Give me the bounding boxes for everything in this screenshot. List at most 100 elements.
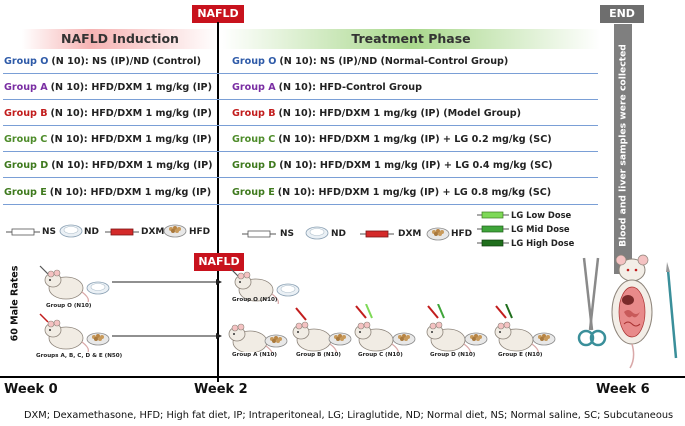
group-d-label: Group D: [4, 160, 49, 171]
row-separator: [3, 151, 598, 152]
nd-plate-icon: [59, 224, 83, 238]
legend-ns-label: NS: [42, 227, 57, 237]
treatment-row-d: Group D(N 10): HFD/DXM 1 mg/kg (IP) + LG…: [232, 156, 553, 176]
legend-dxm-label: DXM: [141, 227, 165, 237]
induction-banner: [22, 29, 218, 49]
end-marker: END: [600, 5, 644, 23]
group-b-label: Group B: [4, 108, 48, 119]
week6-label: Week 6: [596, 382, 650, 397]
nafld-bottom-marker: NAFLD: [194, 253, 244, 271]
rat-icon: [354, 304, 416, 352]
treatment-title: Treatment Phase: [351, 31, 471, 46]
end-bar-text: Blood and liver samples were collected: [617, 44, 629, 247]
hfd-plate-icon: [426, 227, 450, 241]
lg-high-label: LG High Dose: [511, 238, 575, 248]
arrow-icon: [112, 333, 222, 339]
week2-label: Week 2: [194, 382, 248, 397]
scalpel-icon: [666, 262, 678, 359]
group-o-label: Group O: [4, 56, 49, 67]
rat-icon: [39, 265, 110, 302]
end-bar: [614, 24, 632, 274]
nafld-marker: NAFLD: [192, 5, 244, 23]
treatment-row-b: Group B(N 10): HFD/DXM 1 mg/kg (IP) (Mod…: [232, 104, 521, 124]
induction-row-c: Group C(N 10): HFD/DXM 1 mg/kg (IP): [4, 130, 212, 150]
treatment-banner: [222, 29, 600, 49]
legend-hfd-label: HFD: [189, 227, 211, 237]
induction-row-d: Group D(N 10): HFD/DXM 1 mg/kg (IP): [4, 156, 213, 176]
induction-row-b: Group B(N 10): HFD/DXM 1 mg/kg (IP): [4, 104, 212, 124]
arrow-icon: [112, 279, 222, 285]
row-text: (N 10): HFD/DXM 1 mg/kg (IP) + LG 0.2 mg…: [278, 134, 552, 145]
row-text: (N 10): HFD/DXM 1 mg/kg (IP): [50, 82, 212, 93]
row-separator: [3, 73, 598, 74]
lg-mid-label: LG Mid Dose: [511, 224, 570, 234]
row-separator: [3, 204, 598, 205]
induction-title: NAFLD Induction: [61, 31, 179, 46]
dissected-rat-icon: [577, 254, 678, 369]
legend-nd-label: ND: [331, 229, 347, 239]
group-a-label: Group A: [4, 82, 48, 93]
rat-icon: [292, 307, 352, 352]
legend-dxm-label: DXM: [398, 229, 422, 239]
group-o-label: Group O: [232, 56, 277, 67]
row-text: (N 10): NS (IP)/ND (Normal-Control Group…: [279, 56, 509, 67]
induction-row-e: Group E(N 10): HFD/DXM 1 mg/kg (IP): [4, 183, 211, 203]
row-text: (N 10): HFD/DXM 1 mg/kg (IP): [50, 108, 212, 119]
scissors-icon: [577, 257, 607, 347]
row-text: (N 10): HFD/DXM 1 mg/kg (IP): [49, 187, 212, 198]
treatment-row-c: Group C(N 10): HFD/DXM 1 mg/kg (IP) + LG…: [232, 130, 552, 150]
rat-icon: [229, 267, 300, 304]
timeline-axis: [0, 376, 685, 378]
induction-row-a: Group A(N 10): HFD/DXM 1 mg/kg (IP): [4, 78, 212, 98]
syringe-ns-icon: [242, 230, 276, 238]
syringe-ns-icon: [6, 228, 40, 236]
row-text: (N 10): HFD/DXM 1 mg/kg (IP): [51, 160, 213, 171]
nd-plate-icon: [305, 226, 329, 240]
week2-top-label: Group O (N10): [232, 297, 278, 303]
row-text: (N 10): HFD-Control Group: [278, 82, 422, 93]
group-e-rat-label: Group E (N10): [498, 352, 543, 358]
row-separator: [3, 99, 598, 100]
row-text: (N 10): HFD/DXM 1 mg/kg (IP) (Model Grou…: [278, 108, 521, 119]
lg-low-label: LG Low Dose: [511, 210, 572, 220]
group-b-label: Group B: [232, 108, 276, 119]
row-text: (N 10): NS (IP)/ND (Control): [51, 56, 201, 67]
legend-nd-label: ND: [84, 227, 100, 237]
group-e-label: Group E: [232, 187, 275, 198]
row-text: (N 10): HFD/DXM 1 mg/kg (IP) + LG 0.4 mg…: [279, 160, 553, 171]
treatment-row-e: Group E(N 10): HFD/DXM 1 mg/kg (IP) + LG…: [232, 183, 551, 203]
group-c-label: Group C: [4, 134, 48, 145]
group-a-label: Group A: [232, 82, 276, 93]
lg-mid-syringe-icon: [477, 225, 509, 233]
treatment-row-o: Group O(N 10): NS (IP)/ND (Normal-Contro…: [232, 52, 508, 72]
group-c-label: Group C: [232, 134, 276, 145]
row-separator: [3, 125, 598, 126]
row-text: (N 10): HFD/DXM 1 mg/kg (IP): [50, 134, 212, 145]
group-b-rat-label: Group B (N10): [296, 352, 341, 358]
rat-icon: [39, 313, 110, 352]
hfd-plate-icon: [163, 224, 187, 238]
week0-label: Week 0: [4, 382, 58, 397]
abbreviations-footer: DXM; Dexamethasone, HFD; High fat diet, …: [24, 410, 674, 421]
group-c-rat-label: Group C (N10): [358, 352, 403, 358]
rat-icon: [426, 304, 488, 352]
lg-low-syringe-icon: [477, 211, 509, 219]
week0-bottom-label: Groups A, B, C, D & E (N50): [36, 353, 123, 359]
group-d-label: Group D: [232, 160, 277, 171]
induction-row-o: Group O(N 10): NS (IP)/ND (Control): [4, 52, 201, 72]
week0-top-label: Group O (N10): [46, 303, 92, 309]
syringe-dxm-icon: [360, 230, 394, 238]
legend-ns-label: NS: [280, 229, 295, 239]
rat-icon: [494, 304, 556, 352]
legend-hfd-label: HFD: [451, 229, 473, 239]
rat-icon: [228, 323, 288, 352]
lg-high-syringe-icon: [477, 239, 509, 247]
group-a-rat-label: Group A (N10): [232, 352, 277, 358]
treatment-row-a: Group A(N 10): HFD-Control Group: [232, 78, 422, 98]
row-text: (N 10): HFD/DXM 1 mg/kg (IP) + LG 0.8 mg…: [277, 187, 552, 198]
group-d-rat-label: Group D (N10): [430, 352, 476, 358]
syringe-dxm-icon: [105, 228, 139, 236]
side-label: 60 Male Rates: [9, 265, 21, 342]
week2-line: [217, 22, 219, 382]
row-separator: [3, 177, 598, 178]
